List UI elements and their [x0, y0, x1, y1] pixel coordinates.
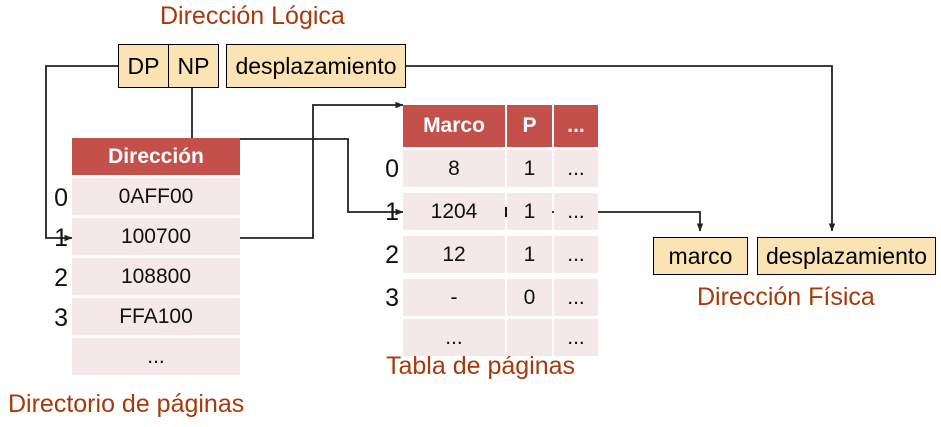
- page-table-row-index-3: 3: [385, 283, 399, 312]
- page-directory-row-index-0: 0: [54, 183, 68, 212]
- page-directory-cell-2-0[interactable]: 108800: [72, 258, 240, 295]
- logical-field-np[interactable]: NP: [168, 44, 219, 88]
- page-table-cell-3-more: ...: [554, 279, 598, 316]
- page-table-cell-4-more: ...: [554, 319, 598, 356]
- wire-dp-to-directory: [45, 65, 118, 242]
- page-table-cell-4-marco: ...: [403, 319, 505, 356]
- wire-offset-to-offset: [406, 65, 836, 232]
- page-table-cell-3-p[interactable]: 0: [507, 279, 552, 316]
- page-table-cell-4-p: [507, 319, 552, 356]
- logical-field-dp[interactable]: DP: [118, 44, 169, 88]
- page-directory-cell-1-0[interactable]: 100700: [72, 218, 240, 255]
- page-directory-row-index-1: 1: [54, 223, 68, 252]
- title-physical-address: Dirección Física: [697, 283, 875, 311]
- page-table-row-index-1: 1: [385, 197, 399, 226]
- page-table-cell-2-more: ...: [554, 236, 598, 273]
- wire-np-to-pagetable: [191, 84, 404, 216]
- physical-field-frame[interactable]: marco: [653, 237, 748, 275]
- page-directory-cell-4-0: ...: [72, 338, 240, 375]
- page-table-row-index-2: 2: [385, 240, 399, 269]
- title-page-directory: Directorio de páginas: [8, 390, 245, 418]
- page-table-row-index-0: 0: [385, 154, 399, 183]
- page-directory-row-index-3: 3: [54, 303, 68, 332]
- page-table-cell-1-p[interactable]: 1: [507, 193, 552, 230]
- page-table-header-p: P: [507, 105, 552, 147]
- title-logical-address: Dirección Lógica: [160, 2, 345, 30]
- page-directory-header-direccion: Dirección: [72, 138, 240, 175]
- logical-field-offset[interactable]: desplazamiento: [226, 44, 406, 88]
- physical-field-offset[interactable]: desplazamiento: [757, 237, 936, 275]
- title-page-table: Tabla de páginas: [386, 352, 576, 380]
- page-table-cell-2-p[interactable]: 1: [507, 236, 552, 273]
- wire-directory-to-pagetable: [232, 101, 404, 239]
- page-table-cell-0-p[interactable]: 1: [507, 150, 552, 187]
- page-table-cell-0-marco[interactable]: 8: [403, 150, 505, 187]
- page-table-cell-0-more: ...: [554, 150, 598, 187]
- page-table-cell-1-more: ...: [554, 193, 598, 230]
- page-table-header-more: ...: [554, 105, 598, 147]
- page-table-cell-3-marco[interactable]: -: [403, 279, 505, 316]
- page-directory-cell-0-0[interactable]: 0AFF00: [72, 178, 240, 215]
- page-directory-row-index-2: 2: [54, 263, 68, 292]
- page-table-header-marco: Marco: [403, 105, 505, 147]
- page-table-cell-1-marco[interactable]: 1204: [403, 193, 505, 230]
- page-directory-cell-3-0[interactable]: FFA100: [72, 298, 240, 335]
- page-table-cell-2-marco[interactable]: 12: [403, 236, 505, 273]
